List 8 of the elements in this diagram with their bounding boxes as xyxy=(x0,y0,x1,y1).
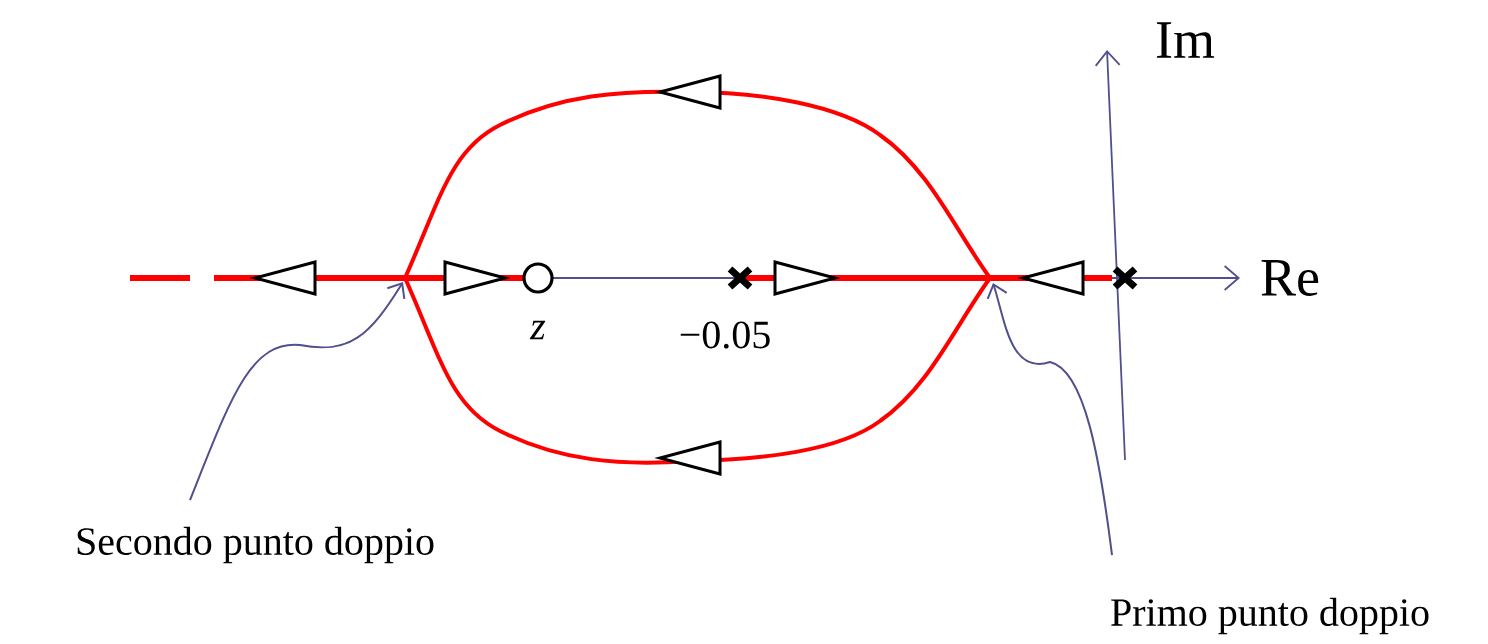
caption-text: Secondo punto doppio xyxy=(77,526,434,564)
zero-label: z xyxy=(529,320,546,340)
leader-line xyxy=(189,282,406,501)
axis-label: Im xyxy=(1156,22,1215,58)
axis-label: Re xyxy=(1261,260,1319,296)
pole-label: −0.05 xyxy=(680,321,770,349)
leader-line xyxy=(986,283,1113,556)
caption-text: Primo punto doppio xyxy=(1111,597,1429,635)
